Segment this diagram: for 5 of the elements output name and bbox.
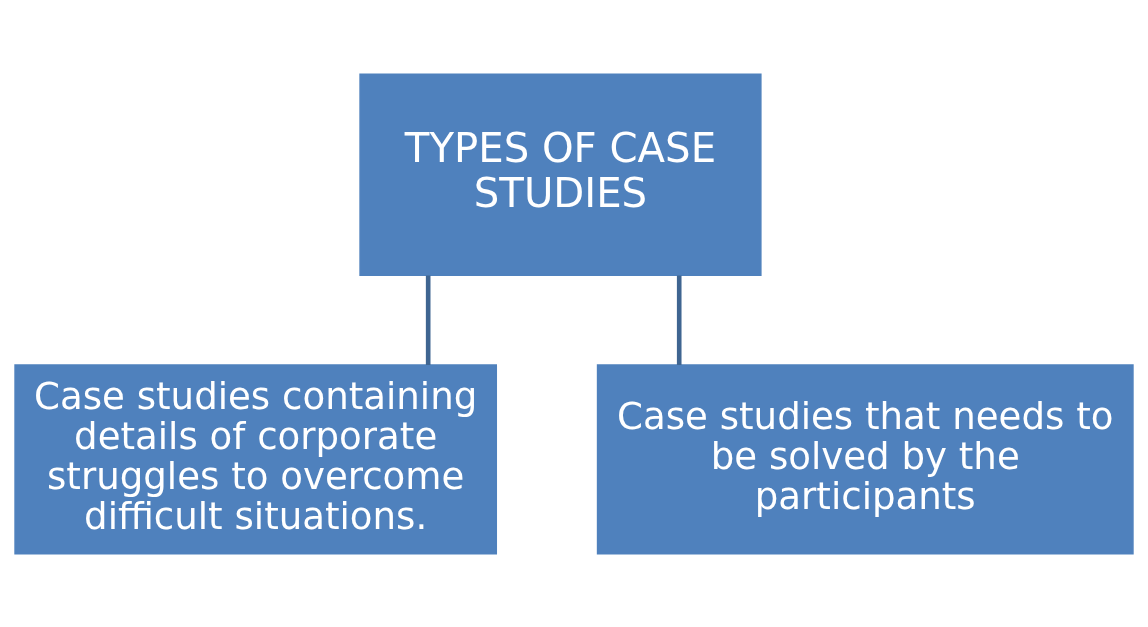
connector	[425, 275, 431, 365]
connector	[676, 275, 682, 365]
node-box: TYPES OF CASE STUDIES	[359, 72, 762, 276]
node-box: Case studies that needs to be solved by the participants	[596, 363, 1134, 555]
node-box: Case studies containing details of corporate struggles to overcome difficult situations.	[14, 363, 498, 555]
